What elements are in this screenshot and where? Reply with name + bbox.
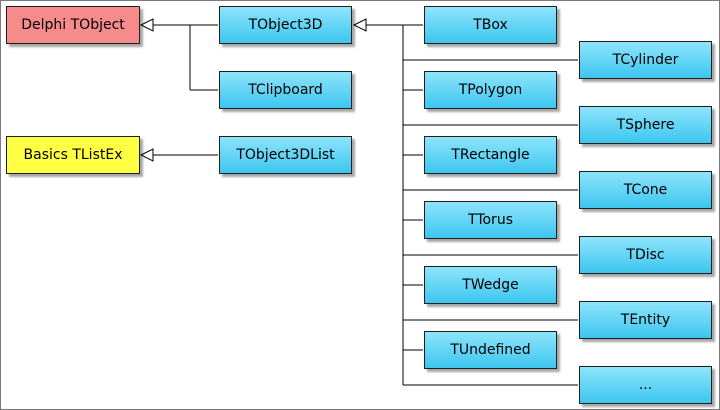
node-tclipboard: TClipboard	[219, 71, 352, 109]
node-tundefined: TUndefined	[424, 331, 557, 369]
node-tpolygon: TPolygon	[424, 71, 557, 109]
node-basics-tlistex: Basics TListEx	[6, 136, 140, 174]
node-tcylinder: TCylinder	[579, 41, 712, 79]
node-delphi-tobject: Delphi TObject	[6, 6, 140, 44]
inheritance-arrow-delphi-tobject	[139, 18, 154, 32]
inheritance-arrow-tobject3d	[352, 18, 367, 32]
node-more: ...	[579, 366, 712, 404]
node-trectangle: TRectangle	[424, 136, 557, 174]
node-tobject3d: TObject3D	[219, 6, 352, 44]
node-tobject3dlist: TObject3DList	[219, 136, 352, 174]
node-tbox: TBox	[424, 6, 557, 44]
node-ttorus: TTorus	[424, 201, 557, 239]
node-tsphere: TSphere	[579, 106, 712, 144]
node-tentity: TEntity	[579, 301, 712, 339]
inheritance-arrow-basics-tlistex	[139, 148, 154, 162]
node-tcone: TCone	[579, 171, 712, 209]
node-twedge: TWedge	[424, 266, 557, 304]
node-tdisc: TDisc	[579, 236, 712, 274]
